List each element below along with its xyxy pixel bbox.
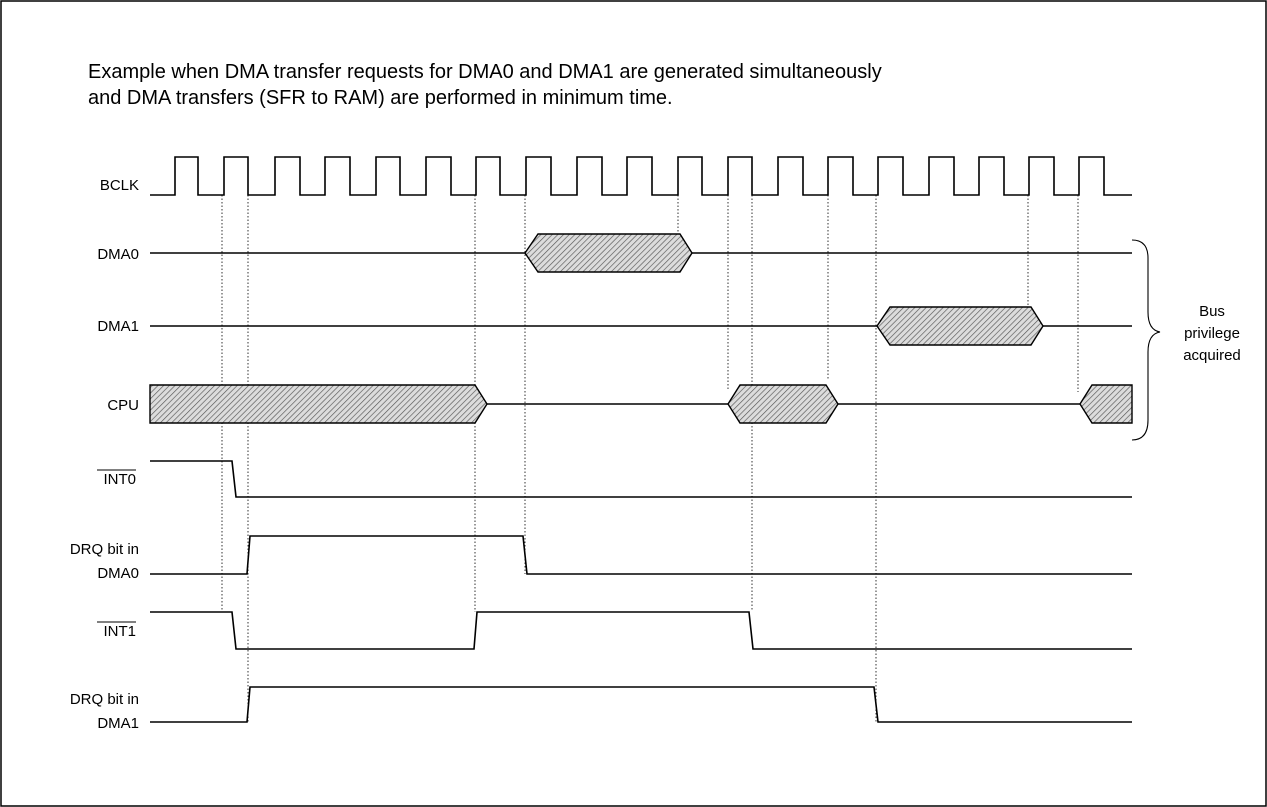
cpu-activity-2 [727,384,839,424]
cpu-activity-1 [149,384,488,424]
bus-privilege-brace [1131,239,1161,441]
label-drq1-line2: DMA1 [97,715,139,732]
caption-line-2: and DMA transfers (SFR to RAM) are perfo… [88,87,673,109]
label-dma0: DMA0 [97,246,139,263]
int1-waveform [150,611,1132,650]
label-int0: INT0 [103,471,136,488]
guide-lines [221,195,1079,722]
dma0-transfer [524,233,693,273]
label-drq0-line2: DMA0 [97,565,139,582]
label-dma1: DMA1 [97,318,139,335]
caption-line-1: Example when DMA transfer requests for D… [88,61,882,83]
label-drq1-line1: DRQ bit in [70,691,139,708]
brace-label-line3: acquired [1183,347,1241,364]
drq-dma1-waveform [150,686,1132,723]
label-drq0-line1: DRQ bit in [70,541,139,558]
brace-label-line2: privilege [1184,325,1240,342]
label-bclk: BCLK [100,177,139,194]
brace-label-line1: Bus [1199,303,1225,320]
drq-dma0-waveform [150,535,1132,575]
int0-waveform [150,460,1132,498]
bclk-waveform [150,156,1132,196]
label-cpu: CPU [107,397,139,414]
cpu-activity-3 [1079,384,1133,424]
label-int1: INT1 [103,623,136,640]
dma1-transfer [876,306,1044,346]
